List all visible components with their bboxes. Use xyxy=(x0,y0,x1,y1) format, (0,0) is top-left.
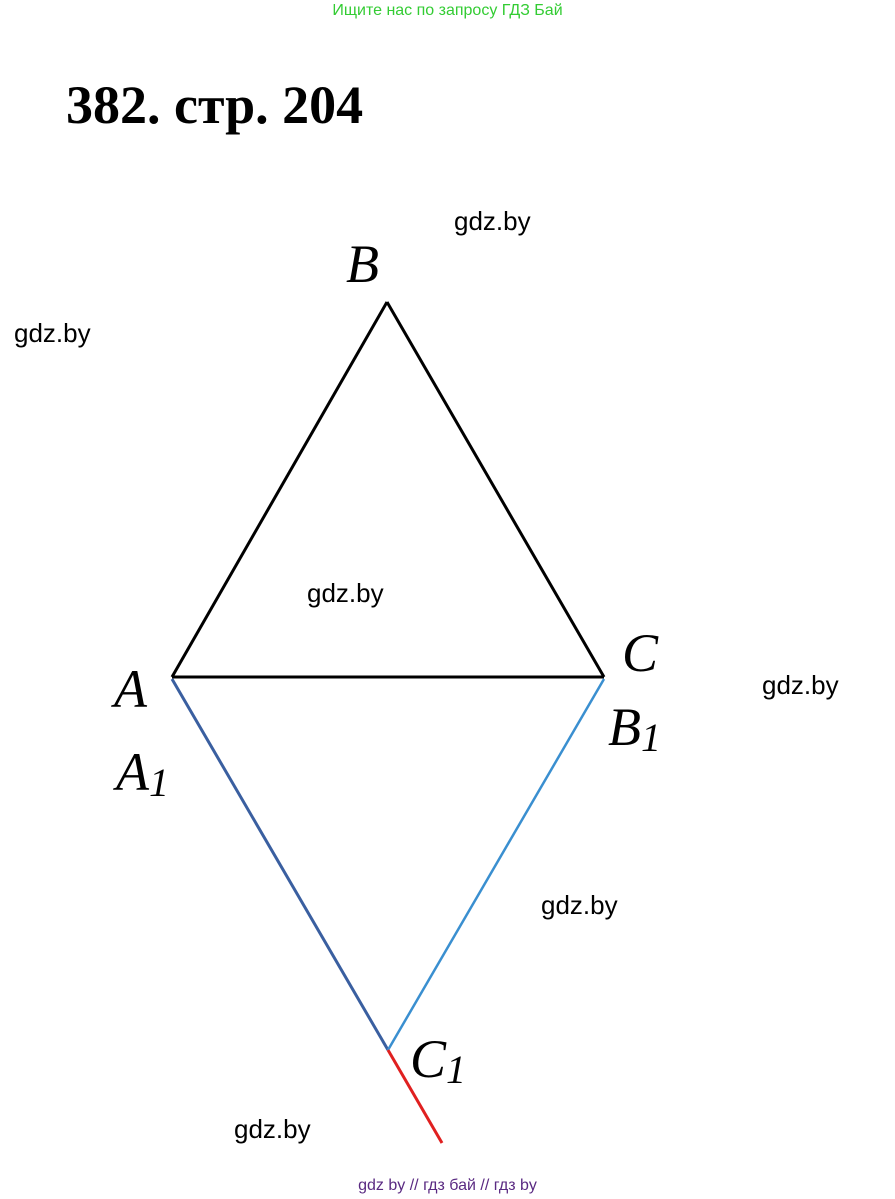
vertex-c1-letter: C xyxy=(410,1029,447,1089)
segment-a1c1 xyxy=(170,678,390,1051)
vertex-label-c: C xyxy=(622,623,659,683)
segment-b1c1 xyxy=(386,678,606,1051)
vertex-label-a1: A1 xyxy=(113,742,169,805)
watermark-text: gdz.by xyxy=(541,890,618,920)
page-title: 382. стр. 204 xyxy=(66,75,364,135)
vertex-b1-letter: B xyxy=(608,697,641,757)
footer-link-gdz-by-cyr[interactable]: гдз by xyxy=(493,1177,537,1194)
segment-ab xyxy=(170,301,389,678)
vertex-label-b: B xyxy=(346,234,379,294)
watermark-text: gdz.by xyxy=(307,578,384,608)
watermark-text: gdz.by xyxy=(454,206,531,236)
vertex-label-c1: C1 xyxy=(410,1029,466,1092)
footer-links: gdz by // гдз бай // гдз by xyxy=(0,1176,895,1196)
vertex-c1-subscript: 1 xyxy=(446,1047,466,1092)
vertex-a1-letter: A xyxy=(113,742,150,802)
vertex-b-letter: B xyxy=(346,234,379,294)
footer-separator: // xyxy=(409,1177,419,1194)
vertex-a1-subscript: 1 xyxy=(149,760,169,805)
vertex-a-letter: A xyxy=(111,659,148,719)
vertex-b1-subscript: 1 xyxy=(641,715,661,760)
segment-bc xyxy=(385,301,606,678)
top-banner[interactable]: Ищите нас по запросу ГДЗ Бай xyxy=(332,2,563,19)
watermark-text: gdz.by xyxy=(234,1114,311,1144)
footer-separator: // xyxy=(480,1177,490,1194)
watermark-text: gdz.by xyxy=(762,670,839,700)
footer-link-gdz-bai[interactable]: гдз бай xyxy=(423,1177,476,1194)
vertex-label-b1: B1 xyxy=(608,697,661,760)
vertex-label-a: A xyxy=(111,659,148,719)
footer-link-gdz-by[interactable]: gdz by xyxy=(358,1177,406,1194)
vertex-c-letter: C xyxy=(622,623,659,683)
ray-segment xyxy=(386,1049,444,1144)
watermark-text: gdz.by xyxy=(14,318,91,348)
